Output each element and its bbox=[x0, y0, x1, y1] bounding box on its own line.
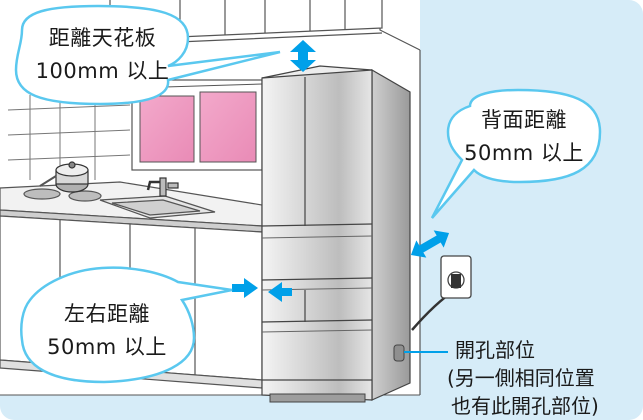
callout-bubbles bbox=[14, 4, 602, 384]
wall-tiles bbox=[7, 95, 131, 180]
vent-note-line1: 開孔部位 bbox=[455, 338, 535, 362]
top-clearance-arrow bbox=[290, 40, 316, 72]
ceiling-bubble bbox=[14, 4, 281, 106]
back-bubble bbox=[430, 88, 602, 219]
ceiling-callout-text: 距離天花板 100mm 以上 bbox=[20, 22, 185, 88]
ceiling-callout-line2: 100mm 以上 bbox=[35, 59, 170, 83]
sides-callout-line1: 左右距離 bbox=[64, 302, 150, 326]
vent-note-line3: 也有此開孔部位) bbox=[451, 394, 599, 418]
sides-callout-line2: 50mm 以上 bbox=[47, 335, 167, 359]
sides-callout-text: 左右距離 50mm 以上 bbox=[22, 298, 192, 364]
back-callout-line2: 50mm 以上 bbox=[464, 141, 584, 165]
back-clearance-arrow bbox=[410, 230, 450, 258]
vent-note-line2: (另一側相同位置 bbox=[447, 366, 595, 390]
back-callout-text: 背面距離 50mm 以上 bbox=[448, 104, 600, 170]
power-outlet-icon bbox=[411, 255, 472, 331]
refrigerator bbox=[261, 65, 411, 403]
sides-bubble bbox=[20, 266, 233, 384]
side-clearance-arrows bbox=[232, 278, 292, 302]
countertop bbox=[0, 181, 263, 233]
kettle-icon bbox=[39, 161, 89, 193]
back-callout-line1: 背面距離 bbox=[481, 108, 567, 132]
fridge-front bbox=[261, 69, 373, 401]
ceiling-callout-line1: 距離天花板 bbox=[48, 26, 157, 50]
faucet-icon bbox=[146, 177, 179, 197]
vent-note: 開孔部位 (另一側相同位置 也有此開孔部位) bbox=[447, 336, 599, 420]
vent-opening-icon bbox=[393, 344, 405, 362]
clearance-arrows bbox=[232, 40, 450, 302]
